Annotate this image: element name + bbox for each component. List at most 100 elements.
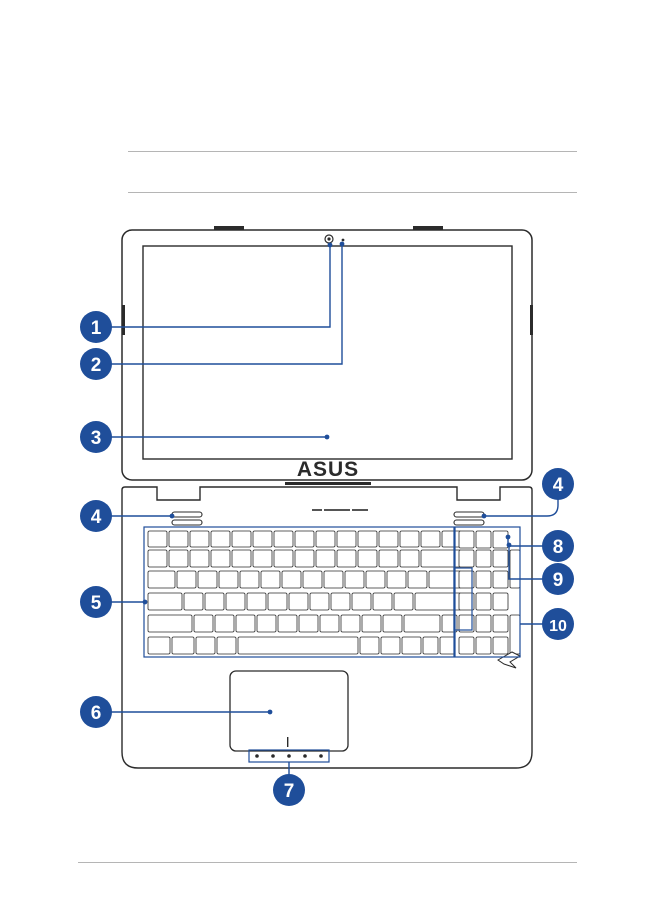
- numpad-highlight: [454, 526, 521, 658]
- callout-badge-4-right: 4: [542, 468, 574, 500]
- keyboard-key: [378, 530, 399, 548]
- keyboard-key: [225, 592, 246, 611]
- keyboard-key: [336, 549, 357, 568]
- keyboard-key: [319, 614, 340, 633]
- keyboard-key: [183, 592, 204, 611]
- leader-lines: [96, 244, 559, 790]
- numpad-key: [475, 614, 492, 633]
- keyboard-key: [168, 530, 189, 548]
- keyboard-key: [344, 570, 365, 589]
- keyboard-key: [386, 570, 407, 589]
- keyboard-key: [171, 636, 195, 655]
- keyboard-key: [252, 549, 273, 568]
- numpad-key: [475, 592, 492, 611]
- keyboard-key: [407, 570, 428, 589]
- keyboard-key: [294, 530, 315, 548]
- numpad-key: [492, 636, 509, 655]
- laptop-base: [121, 486, 533, 769]
- webcam-icon: [324, 234, 334, 244]
- keyboard-key: [403, 614, 441, 633]
- numpad-key: [475, 549, 492, 568]
- keyboard-key: [189, 530, 210, 548]
- svg-text:5: 5: [91, 593, 102, 614]
- numpad-key: [475, 636, 492, 655]
- numpad-key: [509, 614, 521, 655]
- keyboard-key: [147, 614, 193, 633]
- keyboard-key: [231, 549, 252, 568]
- callout-badges: 1 2 3 4 4 5 6 7 8 9 10: [80, 311, 574, 806]
- svg-text:7: 7: [284, 781, 295, 802]
- svg-text:4: 4: [91, 507, 102, 528]
- keyboard-key: [256, 614, 277, 633]
- brand-logo: ASUS: [297, 458, 359, 481]
- keyboard-key: [401, 636, 422, 655]
- keyboard-key: [214, 614, 235, 633]
- numpad-key: [475, 570, 492, 589]
- keyboard-key: [235, 614, 256, 633]
- numpad-key: [458, 570, 475, 589]
- keyboard-key: [252, 530, 273, 548]
- keyboard-key: [147, 530, 168, 548]
- keyboard-key: [231, 530, 252, 548]
- keyboard-key: [147, 636, 171, 655]
- keyboard-key: [357, 530, 378, 548]
- numpad-key: [492, 549, 509, 568]
- keyboard-key: [372, 592, 393, 611]
- svg-text:9: 9: [553, 570, 564, 591]
- keyboard-key: [428, 570, 462, 589]
- keyboard-key: [197, 570, 218, 589]
- keyboard-key: [380, 636, 401, 655]
- keyboard-key: [422, 636, 439, 655]
- numpad-key: [492, 570, 509, 589]
- keyboard-key: [277, 614, 298, 633]
- keyboard-key: [399, 549, 420, 568]
- keyboard-key: [302, 570, 323, 589]
- keyboard-key: [147, 570, 176, 589]
- numpad-key: [458, 614, 475, 633]
- callout-badge-6: 6: [80, 696, 112, 728]
- keyboard-key: [147, 549, 168, 568]
- keyboard-key: [193, 614, 214, 633]
- status-indicators: [255, 754, 323, 758]
- keyboard-key: [441, 530, 462, 548]
- callout-badge-2: 2: [80, 348, 112, 380]
- keyboard-key: [195, 636, 216, 655]
- callout-badge-10: 10: [542, 608, 574, 640]
- leader-4-right: [484, 484, 559, 517]
- numpad-key: [492, 530, 509, 549]
- svg-text:4: 4: [553, 475, 564, 496]
- keyboard-key: [351, 592, 372, 611]
- svg-text:1: 1: [91, 318, 102, 339]
- keyboard-key: [382, 614, 403, 633]
- keyboard-key: [439, 636, 456, 655]
- keyboard-key: [336, 530, 357, 548]
- keyboard-key: [315, 530, 336, 548]
- keyboard-key: [246, 592, 267, 611]
- keyboard-key: [357, 549, 378, 568]
- callout-badge-7: 7: [273, 774, 305, 806]
- numpad-key: [509, 549, 521, 589]
- keyboard-key: [365, 570, 386, 589]
- keyboard-key: [210, 549, 231, 568]
- keyboard-key: [361, 614, 382, 633]
- svg-text:2: 2: [91, 355, 102, 376]
- touchpad: [229, 670, 349, 752]
- keyboard-key: [273, 530, 294, 548]
- keyboard-key: [260, 570, 281, 589]
- keyboard-key: [378, 549, 399, 568]
- svg-text:3: 3: [91, 428, 102, 449]
- numpad-key: [492, 614, 509, 633]
- bottom-rule: [78, 862, 577, 863]
- keyboard-key: [359, 636, 380, 655]
- keyboard-key: [399, 530, 420, 548]
- keyboard-key: [315, 549, 336, 568]
- keyboard-key: [393, 592, 414, 611]
- callout-badge-4-left: 4: [80, 500, 112, 532]
- keyboard-key: [323, 570, 344, 589]
- numpad-key: [458, 592, 475, 611]
- leader-9: [508, 545, 545, 580]
- svg-text:6: 6: [91, 703, 102, 724]
- display-screen: [142, 245, 513, 460]
- rog-logo-icon: [497, 651, 522, 669]
